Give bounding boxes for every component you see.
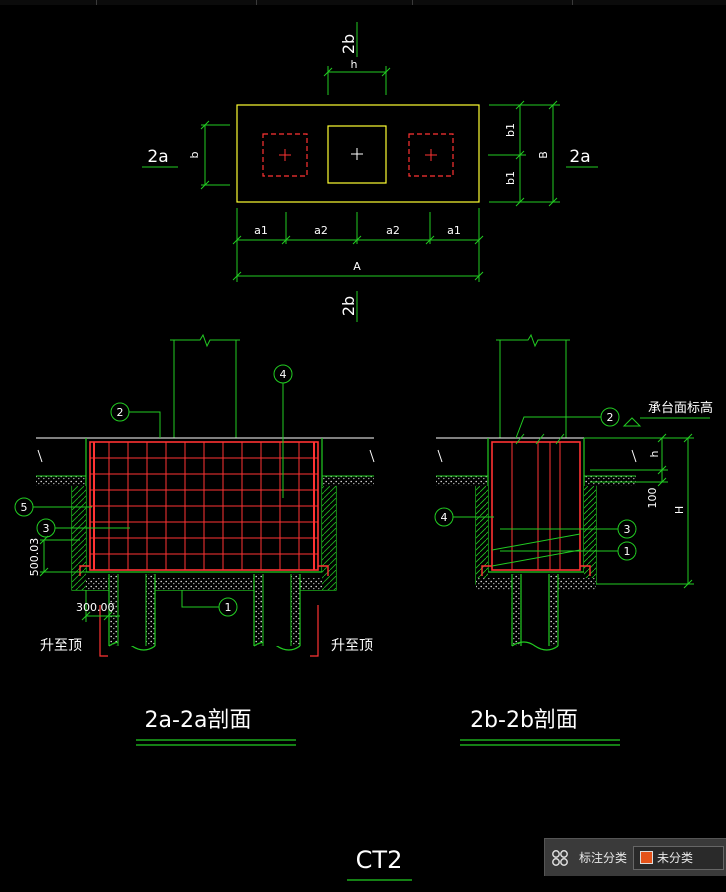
grid-icon[interactable] bbox=[545, 839, 575, 877]
plan-dim-b-label: b bbox=[188, 151, 201, 158]
pile-center-marks bbox=[279, 149, 437, 161]
toolbar-segment bbox=[412, 0, 573, 5]
pile-right-outline bbox=[408, 133, 454, 177]
section-b-title: 2b-2b剖面 bbox=[470, 708, 578, 733]
section-a-title-underline bbox=[136, 739, 296, 746]
top-toolbar-strip bbox=[0, 0, 726, 5]
section-b-hatch-ties bbox=[491, 433, 581, 567]
callout-5-label: 5 bbox=[21, 501, 28, 514]
annotation-category-select[interactable]: 未分类 bbox=[633, 845, 724, 870]
callout-2-label: 2 bbox=[117, 406, 124, 419]
section-mark-2b-bottom: 2b bbox=[339, 296, 358, 316]
section-a-note-left: 升至顶 bbox=[40, 638, 82, 654]
section-a-callout-labels: 2 4 5 3 1 bbox=[21, 368, 287, 614]
section-a-title: 2a-2a剖面 bbox=[145, 708, 252, 733]
section-a-callout-leaders bbox=[14, 364, 293, 622]
callout-4-label: 4 bbox=[280, 368, 287, 381]
section-b-dim-H: H bbox=[673, 506, 686, 514]
section-b-dim-h: h bbox=[648, 450, 661, 457]
section-a-rebar-cage bbox=[79, 441, 329, 576]
plan-dim-a2-right: a2 bbox=[386, 224, 400, 237]
callout-3-label: 3 bbox=[43, 522, 50, 535]
annotation-category-label: 标注分类 bbox=[579, 851, 628, 865]
plan-dim-a1-right: a1 bbox=[447, 224, 461, 237]
section-b-pile bbox=[511, 574, 559, 651]
section-b-slab-left bbox=[436, 476, 488, 486]
plan-dim-a2-left: a2 bbox=[314, 224, 328, 237]
plan-dim-h-label: h bbox=[351, 58, 358, 71]
plan-dim-B-label: B bbox=[537, 151, 550, 159]
section-b-callout-leaders bbox=[434, 407, 710, 589]
category-color-swatch bbox=[640, 851, 654, 864]
section-b-dim-100: 100 bbox=[646, 488, 659, 509]
section-a-slab-left bbox=[36, 476, 86, 486]
annotation-category-panel: 标注分类 未分类 bbox=[544, 838, 726, 876]
section-b-elevation-note: 承台面标高 bbox=[648, 400, 713, 416]
section-b-rebar-cage bbox=[481, 441, 591, 576]
section-a-pile-rebar bbox=[99, 605, 319, 657]
section-b-slab-right bbox=[584, 476, 636, 486]
plan-dim-b1-upper: b1 bbox=[504, 123, 517, 137]
section-b-callout-labels: 2 4 3 1 bbox=[441, 411, 631, 558]
section-a-wall-left bbox=[72, 486, 86, 590]
section-b-cap-outline bbox=[475, 438, 597, 585]
section-mark-2b-top: 2b bbox=[339, 34, 358, 54]
plan-dim-a1-left: a1 bbox=[254, 224, 268, 237]
section-a-ground-line bbox=[36, 437, 375, 463]
section-mark-2a-right: 2a bbox=[569, 147, 590, 167]
sheet-label: CT2 bbox=[356, 846, 403, 874]
section-a-note-right: 升至顶 bbox=[331, 638, 373, 654]
pile-left-outline bbox=[262, 133, 308, 177]
toolbar-segment bbox=[0, 0, 97, 5]
section-a-slab-right bbox=[322, 476, 374, 486]
section-a-column bbox=[170, 333, 240, 438]
pile-cap-outline bbox=[236, 104, 480, 203]
callout-b-4-label: 4 bbox=[441, 511, 448, 524]
plan-dim-b1-lower: b1 bbox=[504, 171, 517, 185]
section-2a-view: 2 4 5 3 1 500.03 300.00 升至顶 升至顶 2a-2a剖面 bbox=[14, 333, 375, 746]
section-2b-view: 2 4 3 1 承台面标高 h 100 H 2b-2b剖面 bbox=[434, 333, 713, 746]
section-b-wall-left bbox=[476, 486, 488, 584]
section-b-column bbox=[496, 333, 570, 438]
callout-b-1-label: 1 bbox=[624, 545, 631, 558]
section-b-wall-right bbox=[584, 486, 596, 584]
section-b-title-underline bbox=[460, 739, 620, 746]
toolbar-segment bbox=[96, 0, 257, 5]
toolbar-segment bbox=[256, 0, 413, 5]
annotation-category-value: 未分类 bbox=[657, 851, 694, 865]
callout-1-label: 1 bbox=[225, 601, 232, 614]
column-center-mark bbox=[351, 148, 363, 160]
section-a-piles bbox=[108, 574, 301, 651]
plan-dimensions bbox=[142, 22, 598, 322]
section-a-dim-300: 300.00 bbox=[76, 601, 115, 614]
callout-b-3-label: 3 bbox=[624, 523, 631, 536]
plan-dim-A-label: A bbox=[353, 260, 361, 273]
section-a-wall-right bbox=[322, 486, 336, 590]
plan-view: h 2b 2b 2a 2a b b1 b1 B a1 a2 a2 a1 A bbox=[142, 22, 598, 322]
column-outline bbox=[327, 125, 387, 184]
section-mark-2a-left: 2a bbox=[147, 147, 168, 167]
callout-b-2-label: 2 bbox=[607, 411, 614, 424]
section-a-dim-500: 500.03 bbox=[28, 538, 41, 577]
